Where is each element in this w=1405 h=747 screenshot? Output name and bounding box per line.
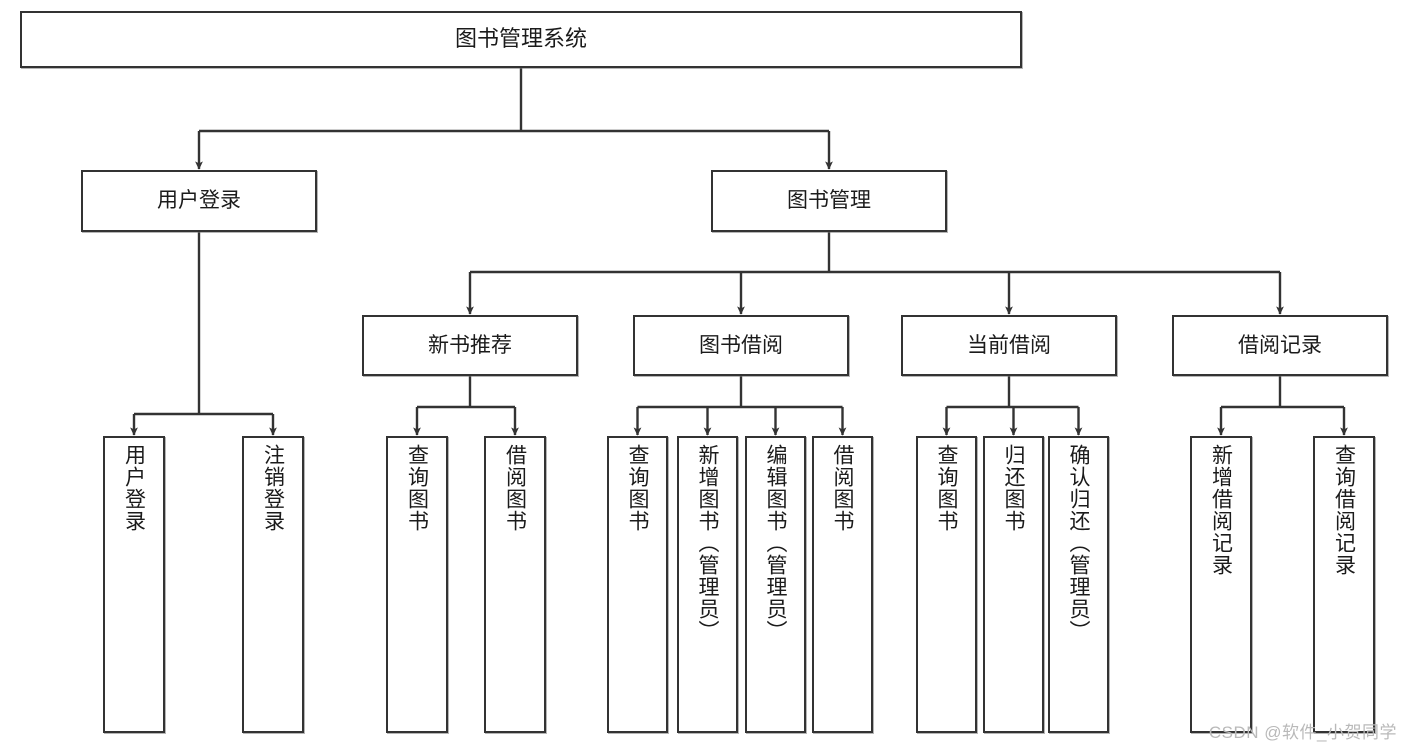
node-l1_0[interactable]: 用户登录 (81, 170, 317, 232)
csdn-watermark: CSDN @软件_小贺同学 (1208, 723, 1397, 742)
node-leaf_12[interactable]: 查询借阅记录 (1313, 436, 1375, 733)
node-label: 新增图书（管理员） (696, 444, 719, 642)
node-label: 借阅图书 (831, 444, 854, 532)
node-l2_2[interactable]: 当前借阅 (901, 315, 1117, 376)
node-label: 借阅图书 (503, 444, 527, 532)
node-label: 编辑图书（管理员） (764, 444, 787, 642)
node-leaf_6[interactable]: 编辑图书（管理员） (745, 436, 806, 733)
node-label: 当前借阅 (967, 333, 1051, 357)
node-label: 注销登录 (261, 444, 285, 532)
node-root[interactable]: 图书管理系统 (20, 11, 1022, 68)
node-l2_1[interactable]: 图书借阅 (633, 315, 849, 376)
node-leaf_5[interactable]: 新增图书（管理员） (677, 436, 738, 733)
node-leaf_1[interactable]: 注销登录 (242, 436, 304, 733)
node-label: 确认归还（管理员） (1067, 444, 1090, 642)
node-label: 新书推荐 (428, 333, 512, 357)
node-label: 图书管理 (787, 189, 871, 213)
node-leaf_7[interactable]: 借阅图书 (812, 436, 873, 733)
node-label: 归还图书 (1002, 444, 1025, 532)
node-label: 用户登录 (122, 444, 146, 532)
node-leaf_10[interactable]: 确认归还（管理员） (1048, 436, 1109, 733)
node-leaf_8[interactable]: 查询图书 (916, 436, 977, 733)
node-label: 新增借阅记录 (1209, 444, 1233, 576)
node-l2_0[interactable]: 新书推荐 (362, 315, 578, 376)
node-label: 查询图书 (626, 444, 649, 532)
node-label: 用户登录 (157, 189, 241, 213)
node-l1_1[interactable]: 图书管理 (711, 170, 947, 232)
node-label: 查询借阅记录 (1332, 444, 1356, 576)
node-label: 查询图书 (935, 444, 958, 532)
node-label: 借阅记录 (1238, 333, 1322, 357)
node-leaf_0[interactable]: 用户登录 (103, 436, 165, 733)
node-leaf_4[interactable]: 查询图书 (607, 436, 668, 733)
node-leaf_3[interactable]: 借阅图书 (484, 436, 546, 733)
node-leaf_9[interactable]: 归还图书 (983, 436, 1044, 733)
node-label: 图书管理系统 (454, 26, 587, 52)
node-leaf_2[interactable]: 查询图书 (386, 436, 448, 733)
node-label: 图书借阅 (699, 333, 783, 357)
node-leaf_11[interactable]: 新增借阅记录 (1190, 436, 1252, 733)
node-l2_3[interactable]: 借阅记录 (1172, 315, 1388, 376)
node-label: 查询图书 (405, 444, 429, 532)
